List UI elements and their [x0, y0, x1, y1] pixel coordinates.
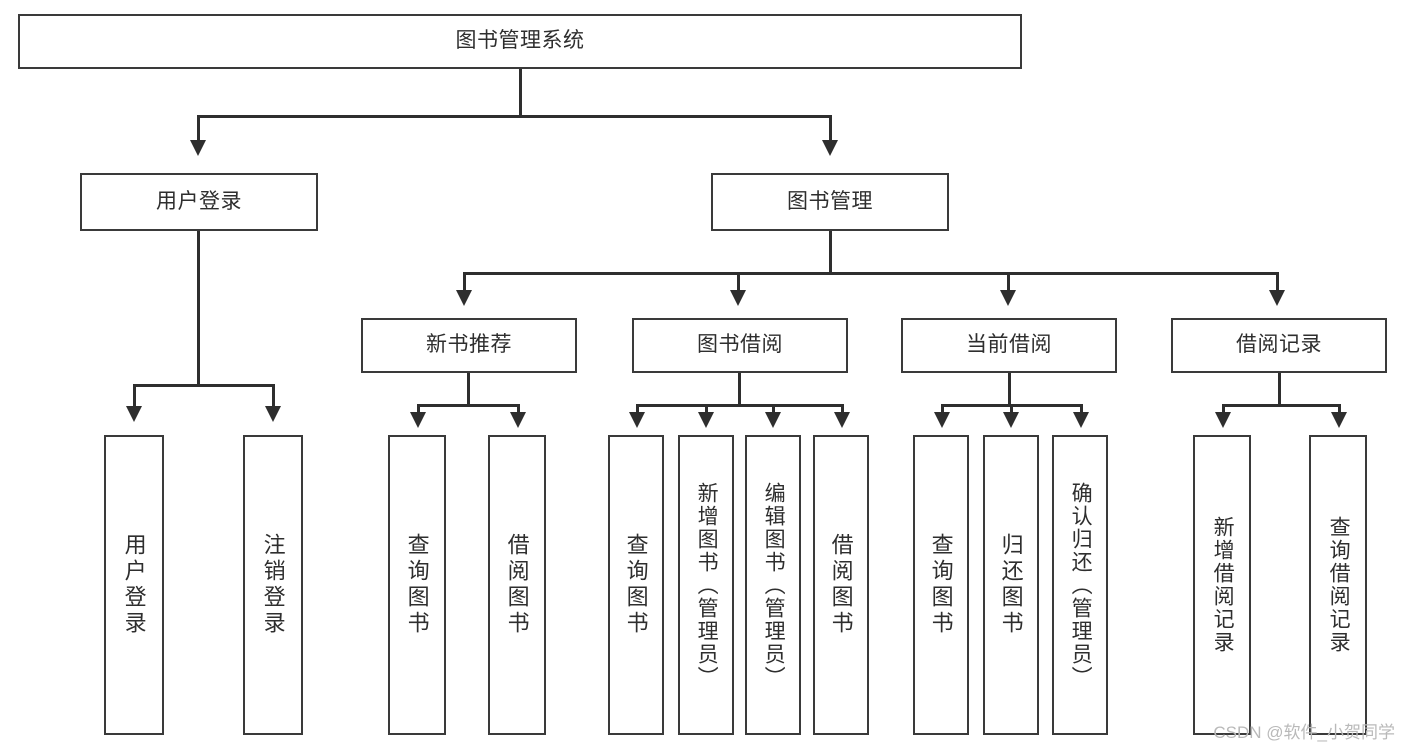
arrow-login-to-leaf1: [126, 406, 142, 422]
connector-login-bus: [133, 384, 274, 387]
node-root-system[interactable]: 图书管理系统: [18, 14, 1022, 69]
node-book-borrow[interactable]: 图书借阅: [632, 318, 848, 373]
connector-current-to-l1: [941, 404, 944, 416]
arrow-borrow-to-l3: [765, 412, 781, 428]
connector-recommend-to-l1: [417, 404, 420, 416]
arrow-recommend-to-l2: [510, 412, 526, 428]
leaf-current-return-book[interactable]: 归还图书: [983, 435, 1039, 735]
arrow-borrow-to-l2: [698, 412, 714, 428]
connector-borrow-to-l3: [772, 404, 775, 416]
node-book-management[interactable]: 图书管理: [711, 173, 949, 231]
arrow-recommend-to-l1: [410, 412, 426, 428]
leaf-user-login[interactable]: 用户登录: [104, 435, 164, 735]
arrow-borrow-to-l4: [834, 412, 850, 428]
connector-borrow-to-l1: [636, 404, 639, 416]
leaf-borrow-edit-book-admin[interactable]: 编辑图书（管理员）: [745, 435, 801, 735]
connector-bookmgmt-to-c2: [737, 272, 740, 294]
arrow-current-to-l1: [934, 412, 950, 428]
arrow-bookmgmt-to-c4: [1269, 290, 1285, 306]
connector-root-to-login: [197, 115, 200, 145]
connector-borrow-to-l2: [705, 404, 708, 416]
connector-bookmgmt-stem: [829, 231, 832, 274]
arrow-login-to-leaf2: [265, 406, 281, 422]
arrow-current-to-l2: [1003, 412, 1019, 428]
connector-root-stem: [519, 69, 522, 117]
node-borrow-record[interactable]: 借阅记录: [1171, 318, 1387, 373]
leaf-recommend-borrow-book[interactable]: 借阅图书: [488, 435, 546, 735]
csdn-watermark: CSDN @软件_小贺同学: [1213, 723, 1395, 742]
leaf-record-query-record[interactable]: 查询借阅记录: [1309, 435, 1367, 735]
leaf-borrow-add-book-admin[interactable]: 新增图书（管理员）: [678, 435, 734, 735]
connector-bookmgmt-bus: [463, 272, 1278, 275]
leaf-recommend-query-book[interactable]: 查询图书: [388, 435, 446, 735]
connector-record-stem: [1278, 373, 1281, 406]
connector-login-to-leaf1: [133, 384, 136, 410]
node-current-borrow[interactable]: 当前借阅: [901, 318, 1117, 373]
connector-record-bus: [1222, 404, 1340, 407]
arrow-bookmgmt-to-c1: [456, 290, 472, 306]
node-new-book-recommend[interactable]: 新书推荐: [361, 318, 577, 373]
connector-current-stem: [1008, 373, 1011, 406]
arrow-borrow-to-l1: [629, 412, 645, 428]
connector-current-to-l3: [1080, 404, 1083, 416]
arrow-bookmgmt-to-c3: [1000, 290, 1016, 306]
connector-login-to-leaf2: [272, 384, 275, 410]
arrow-root-to-bookmgmt: [822, 140, 838, 156]
connector-borrow-bus: [636, 404, 844, 407]
connector-bookmgmt-to-c3: [1007, 272, 1010, 294]
connector-borrow-stem: [738, 373, 741, 406]
connector-current-to-l2: [1010, 404, 1013, 416]
leaf-record-add-record[interactable]: 新增借阅记录: [1193, 435, 1251, 735]
leaf-current-confirm-return-admin[interactable]: 确认归还（管理员）: [1052, 435, 1108, 735]
leaf-borrow-borrow-book[interactable]: 借阅图书: [813, 435, 869, 735]
leaf-borrow-query-book[interactable]: 查询图书: [608, 435, 664, 735]
connector-recommend-bus: [417, 404, 519, 407]
arrow-root-to-login: [190, 140, 206, 156]
connector-root-bus: [197, 115, 831, 118]
arrow-record-to-l1: [1215, 412, 1231, 428]
connector-recommend-to-l2: [517, 404, 520, 416]
leaf-current-query-book[interactable]: 查询图书: [913, 435, 969, 735]
arrow-bookmgmt-to-c2: [730, 290, 746, 306]
connector-bookmgmt-to-c4: [1276, 272, 1279, 294]
connector-recommend-stem: [467, 373, 470, 406]
connector-login-stem: [197, 231, 200, 386]
connector-root-to-bookmgmt: [829, 115, 832, 145]
node-user-login[interactable]: 用户登录: [80, 173, 318, 231]
arrow-record-to-l2: [1331, 412, 1347, 428]
connector-record-to-l1: [1222, 404, 1225, 416]
connector-borrow-to-l4: [841, 404, 844, 416]
arrow-current-to-l3: [1073, 412, 1089, 428]
connector-record-to-l2: [1338, 404, 1341, 416]
leaf-logout[interactable]: 注销登录: [243, 435, 303, 735]
connector-bookmgmt-to-c1: [463, 272, 466, 294]
